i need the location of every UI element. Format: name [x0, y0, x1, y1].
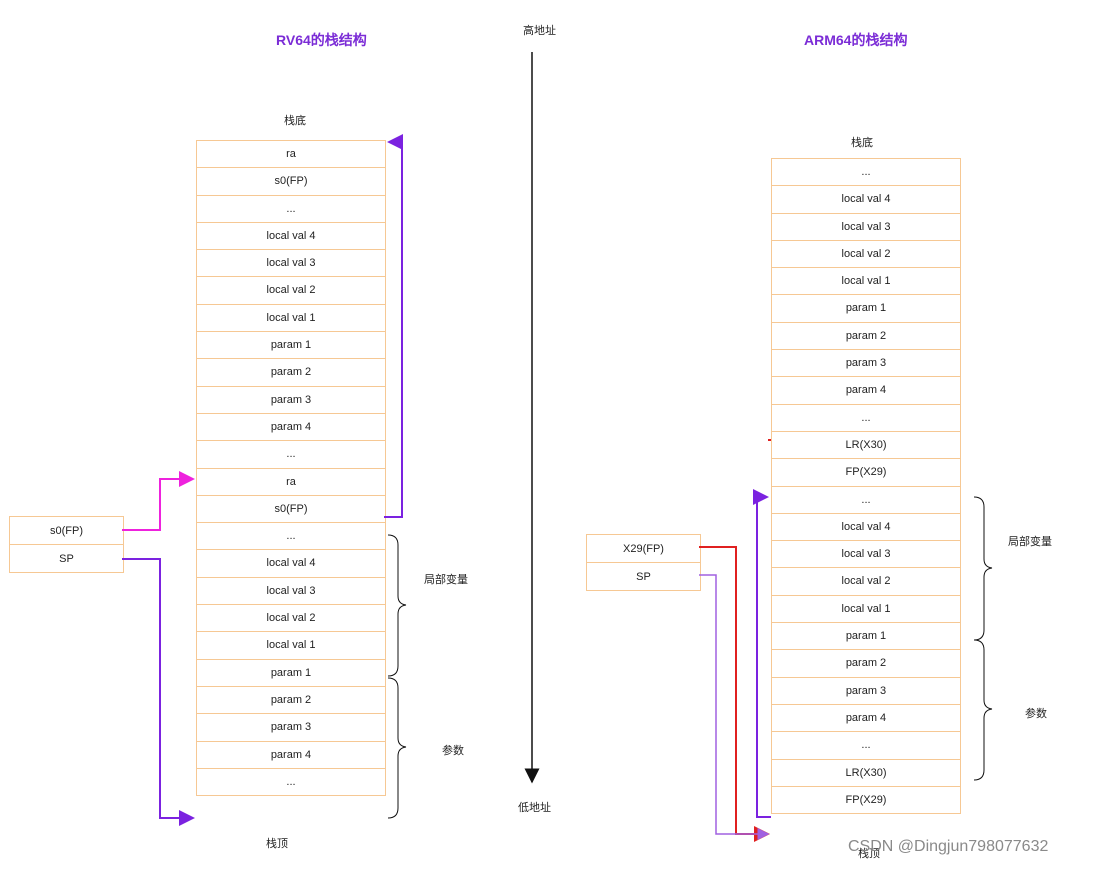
arm64-stack-cell: local val 2 — [772, 241, 960, 269]
arm64-stack-cell: ... — [772, 159, 960, 187]
arm64-stack-cell: ... — [772, 732, 960, 760]
rv64-stack-cell: ra — [197, 469, 385, 496]
arm64-register-cell: SP — [587, 563, 700, 591]
arm64-stack-cell: FP(X29) — [772, 459, 960, 487]
high-address-label: 高地址 — [523, 25, 556, 37]
arm64-title: ARM64的栈结构 — [804, 32, 908, 48]
arm64-stack-cell: local val 3 — [772, 214, 960, 241]
rv64-stack-cell: param 2 — [197, 359, 385, 387]
rv64-register-box: s0(FP)SP — [9, 516, 124, 573]
arm64-params-label: 参数 — [1025, 708, 1047, 720]
arm64-stack-cell: FP(X29) — [772, 787, 960, 815]
arm64-params-brace — [973, 639, 993, 781]
rv64-stack-cell: param 4 — [197, 742, 385, 769]
arm64-sp-register-arrow — [699, 574, 770, 840]
arm64-stack-cell: LR(X30) — [772, 432, 960, 460]
rv64-register-cell: SP — [10, 545, 123, 573]
arm64-stack-top-label: 栈顶 — [858, 848, 880, 860]
rv64-stack-cell: param 3 — [197, 387, 385, 414]
arm64-register-box: X29(FP)SP — [586, 534, 701, 591]
rv64-locals-brace — [387, 534, 407, 677]
arm64-stack-cell: local val 2 — [772, 568, 960, 596]
rv64-stack-cell: local val 4 — [197, 550, 385, 578]
arm64-stack-cell: local val 1 — [772, 268, 960, 296]
arm64-stack-cell: param 1 — [772, 295, 960, 323]
arm64-stack-cell: param 4 — [772, 377, 960, 405]
rv64-stack-cell: s0(FP) — [197, 168, 385, 196]
arm64-stack-bottom-label: 栈底 — [851, 137, 873, 149]
rv64-stack-cell: param 3 — [197, 714, 385, 742]
arm64-stack-cell: local val 4 — [772, 186, 960, 214]
arm64-locals-brace — [973, 496, 993, 641]
rv64-fp-chain-arrow — [384, 134, 403, 518]
arm64-fp-chain-arrow — [753, 489, 771, 818]
rv64-stack-cell: local val 3 — [197, 250, 385, 278]
arm64-stack-cell: local val 4 — [772, 514, 960, 542]
rv64-stack-cell: param 1 — [197, 660, 385, 687]
arm64-stack-cell: param 1 — [772, 623, 960, 651]
rv64-stack-cell: s0(FP) — [197, 496, 385, 524]
arm64-stack-cell: ... — [772, 487, 960, 514]
rv64-stack-cell: ... — [197, 196, 385, 223]
rv64-sp-register-arrow — [122, 558, 195, 826]
rv64-stack-cell: local val 1 — [197, 632, 385, 660]
arm64-stack-cell: local val 1 — [772, 596, 960, 624]
rv64-locals-label: 局部变量 — [424, 574, 468, 586]
arm64-stack-cell: param 3 — [772, 350, 960, 378]
rv64-params-label: 参数 — [442, 745, 464, 757]
arm64-stack-cell: LR(X30) — [772, 760, 960, 787]
rv64-params-brace — [387, 677, 407, 819]
arm64-stack-cell: param 4 — [772, 705, 960, 733]
arm64-locals-label: 局部变量 — [1008, 536, 1052, 548]
rv64-stack-cell: local val 2 — [197, 605, 385, 633]
low-address-label: 低地址 — [518, 802, 551, 814]
rv64-stack-cell: ... — [197, 523, 385, 551]
csdn-watermark: CSDN @Dingjun798077632 — [848, 838, 1049, 855]
arm64-stack-cell: param 3 — [772, 678, 960, 705]
rv64-register-cell: s0(FP) — [10, 517, 123, 545]
rv64-stack-cell: ra — [197, 141, 385, 169]
rv64-stack-cell: ... — [197, 441, 385, 469]
rv64-stack-bottom-label: 栈底 — [284, 115, 306, 127]
rv64-stack-cell: local val 1 — [197, 305, 385, 333]
arm64-stack-cell: param 2 — [772, 650, 960, 678]
rv64-stack-cell: local val 2 — [197, 277, 385, 305]
rv64-stack-cell: param 4 — [197, 414, 385, 442]
arm64-register-cell: X29(FP) — [587, 535, 700, 563]
arm64-stack-cell: local val 3 — [772, 541, 960, 569]
rv64-stack-cell: param 1 — [197, 332, 385, 360]
arm64-stack-cell: param 2 — [772, 323, 960, 351]
rv64-stack-top-label: 栈顶 — [266, 838, 288, 850]
rv64-stack-cell: local val 4 — [197, 223, 385, 251]
arm64-stack-cell: ... — [772, 405, 960, 432]
rv64-stack-cell: param 2 — [197, 687, 385, 715]
rv64-fp-register-arrow — [122, 471, 195, 531]
rv64-stack-cell: local val 3 — [197, 578, 385, 606]
rv64-stack-cell: ... — [197, 769, 385, 797]
rv64-title: RV64的栈结构 — [276, 32, 367, 48]
